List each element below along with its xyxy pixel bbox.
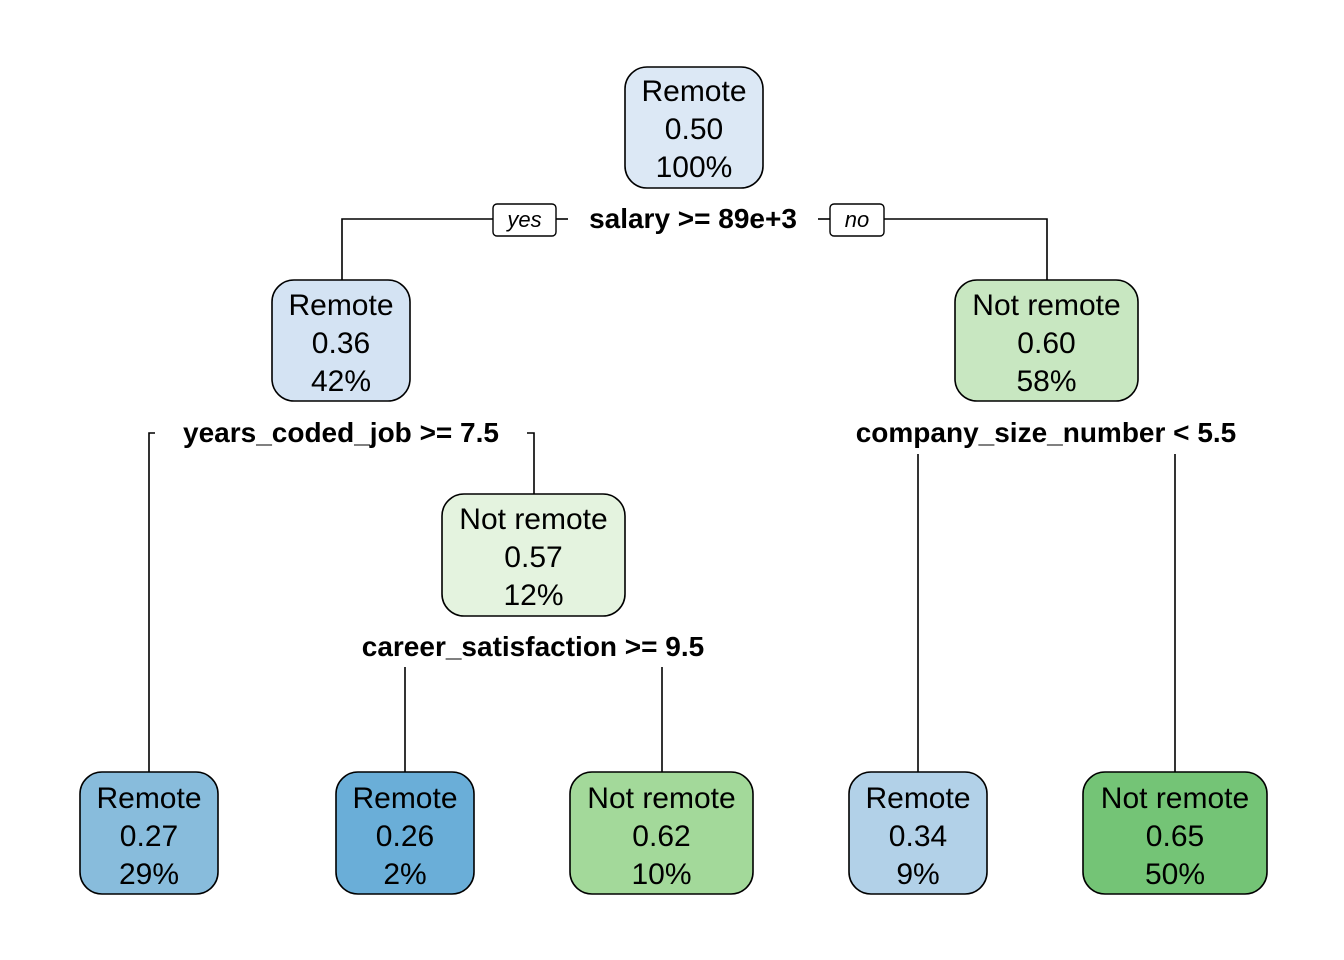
branch-root-right — [884, 218, 1048, 280]
yes-tag: yes — [492, 203, 557, 237]
node-probability: 0.34 — [889, 820, 947, 853]
split-career-satisfaction: career_satisfaction >= 9.5 — [362, 631, 704, 662]
node-percentage: 2% — [383, 858, 426, 891]
branch-n2-left — [148, 432, 155, 772]
node-2: Remote 0.36 42% — [271, 279, 411, 402]
node-class-label: Not remote — [587, 782, 735, 815]
split-years-coded-job: years_coded_job >= 7.5 — [183, 417, 499, 448]
node-class-label: Remote — [96, 782, 201, 815]
node-percentage: 10% — [631, 858, 691, 891]
node-probability: 0.26 — [376, 820, 434, 853]
node-class-label: Remote — [352, 782, 457, 815]
split-salary: salary >= 89e+3 — [589, 203, 797, 234]
node-root: Remote 0.50 100% — [624, 66, 764, 189]
node-class-label: Not remote — [459, 503, 607, 536]
node-percentage: 29% — [119, 858, 179, 891]
node-7-leaf: Not remote 0.65 50% — [1082, 771, 1268, 895]
node-4-leaf: Remote 0.27 29% — [79, 771, 219, 895]
node-10-leaf: Remote 0.26 2% — [335, 771, 475, 895]
node-class-label: Remote — [865, 782, 970, 815]
yes-tag-label: yes — [505, 207, 541, 232]
node-11-leaf: Not remote 0.62 10% — [569, 771, 754, 895]
node-probability: 0.65 — [1146, 820, 1204, 853]
node-percentage: 12% — [503, 579, 563, 612]
node-percentage: 42% — [311, 365, 371, 398]
node-percentage: 58% — [1016, 365, 1076, 398]
no-tag-label: no — [845, 207, 869, 232]
no-tag: no — [829, 203, 885, 237]
node-probability: 0.27 — [120, 820, 178, 853]
branch-n2-right — [527, 432, 535, 494]
node-6-leaf: Remote 0.34 9% — [848, 771, 988, 895]
split-company-size-number: company_size_number < 5.5 — [856, 417, 1237, 448]
node-probability: 0.57 — [504, 541, 562, 574]
node-3: Not remote 0.60 58% — [954, 279, 1139, 402]
tree-branches — [148, 218, 1176, 772]
node-percentage: 100% — [656, 151, 733, 184]
node-probability: 0.60 — [1017, 327, 1075, 360]
node-probability: 0.36 — [312, 327, 370, 360]
node-class-label: Remote — [641, 75, 746, 108]
node-class-label: Not remote — [972, 289, 1120, 322]
node-percentage: 9% — [896, 858, 939, 891]
branch-root-left — [341, 218, 493, 280]
node-percentage: 50% — [1145, 858, 1205, 891]
node-class-label: Not remote — [1101, 782, 1249, 815]
node-5: Not remote 0.57 12% — [441, 493, 626, 617]
node-probability: 0.50 — [665, 113, 723, 146]
node-probability: 0.62 — [632, 820, 690, 853]
node-class-label: Remote — [288, 289, 393, 322]
